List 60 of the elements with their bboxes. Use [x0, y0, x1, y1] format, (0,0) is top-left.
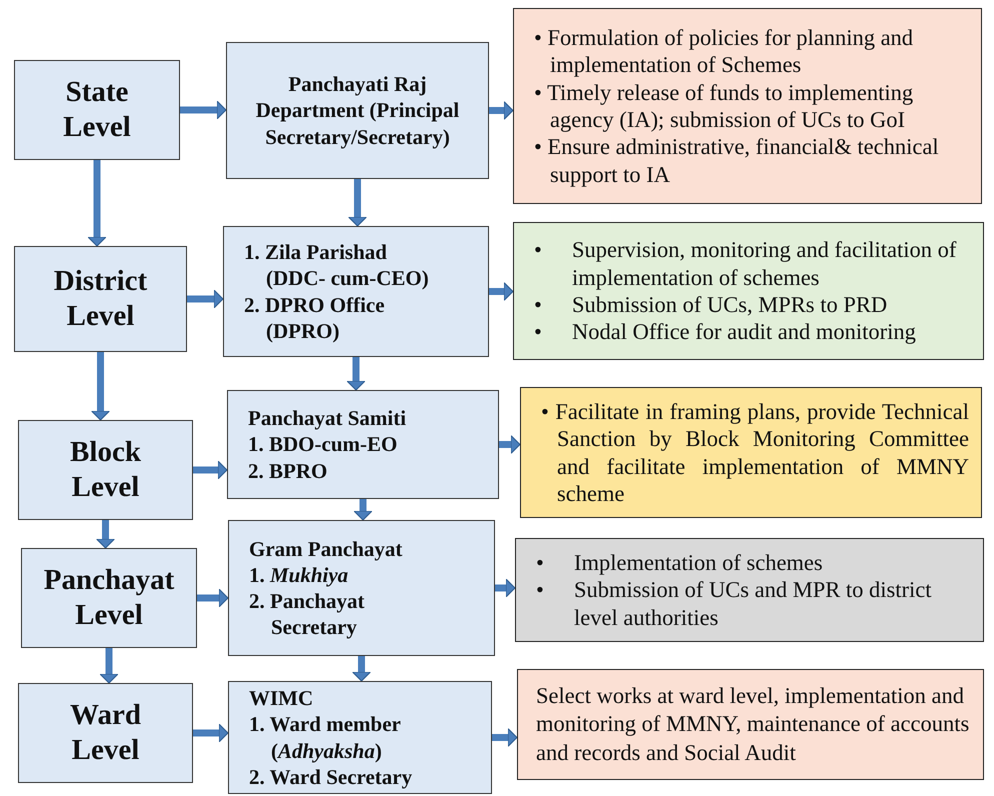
level-box	[18, 683, 193, 783]
level-name: State Level	[63, 75, 131, 145]
level-box	[14, 246, 187, 352]
office-text: Panchayati Raj Department (Principal Secretary/Secretary)	[255, 71, 460, 150]
role-item: • Submission of UCs and MPR to district level authorities	[536, 576, 933, 632]
office-box	[228, 681, 492, 794]
block-arrow	[346, 357, 366, 390]
role-item: • Timely release of funds to implementing agency (IA); submission of UCs to GoI	[534, 78, 914, 134]
block-arrow	[489, 282, 514, 301]
role-item: • Submission of UCs, MPRs to PRD	[534, 291, 888, 318]
office-box	[226, 42, 489, 179]
role-item: • Facilitate in framing plans, provide Technical Sanction by Block Monitoring Committee and facilitate implementation of MMNY scheme	[541, 398, 969, 508]
block-arrow	[100, 648, 118, 684]
office-text: 2. Panchayat Secretary	[249, 588, 366, 640]
block-arrow	[187, 290, 224, 308]
block-arrow	[354, 499, 372, 520]
office-box	[228, 520, 495, 656]
role-box	[515, 538, 984, 642]
role-box	[517, 669, 984, 780]
block-arrow	[197, 588, 228, 608]
level-name: Ward Level	[70, 698, 141, 768]
office-text: WIMC	[249, 685, 314, 712]
role-box	[513, 222, 984, 360]
role-item: • Supervision, monitoring and facilitation of implementation of schemes	[534, 236, 958, 291]
block-arrow	[91, 352, 110, 420]
office-text: Gram Panchayat	[249, 536, 404, 562]
role-text: Select works at ward level, implementation and monitoring of MMNY, maintenance of accounts and records and Social Audit	[536, 682, 970, 767]
block-arrow	[489, 101, 514, 120]
block-arrow	[495, 578, 516, 598]
role-item: • Ensure administrative, financial& technical support to IA	[534, 133, 940, 188]
level-box	[21, 548, 197, 648]
block-arrow	[193, 724, 228, 742]
level-name: District Level	[54, 264, 148, 334]
office-text: 2. Ward Secretary	[249, 764, 414, 790]
level-box	[18, 420, 193, 520]
office-box	[227, 390, 499, 499]
office-text: 2. DPRO Office (DPRO)	[244, 292, 386, 344]
level-name: Block Level	[70, 435, 141, 505]
office-text: 1. Mukhiya	[249, 562, 350, 588]
block-arrow	[499, 435, 520, 454]
office-text: 1. Zila Parishad (DDC- cum-CEO)	[244, 239, 430, 292]
block-arrow	[88, 160, 106, 246]
office-text: 1. Ward member (Adhyaksha)	[249, 711, 402, 764]
block-arrow	[96, 520, 115, 548]
role-box	[513, 8, 982, 204]
block-arrow	[348, 179, 367, 226]
office-box	[223, 226, 489, 357]
office-text: Panchayat Samiti	[248, 405, 408, 432]
role-box	[520, 387, 982, 518]
office-text: 1. BDO-cum-EO	[248, 431, 398, 458]
role-item: • Nodal Office for audit and monitoring	[534, 318, 917, 346]
block-arrow	[352, 656, 371, 682]
block-arrow	[492, 728, 518, 747]
role-item: • Implementation of schemes	[536, 548, 824, 576]
block-arrow	[193, 460, 228, 480]
block-arrow	[180, 100, 226, 120]
level-box	[14, 60, 180, 160]
role-item: • Formulation of policies for planning and implementation of Schemes	[534, 24, 914, 79]
level-name: Panchayat Level	[44, 563, 174, 633]
office-text: 2. BPRO	[248, 458, 328, 484]
